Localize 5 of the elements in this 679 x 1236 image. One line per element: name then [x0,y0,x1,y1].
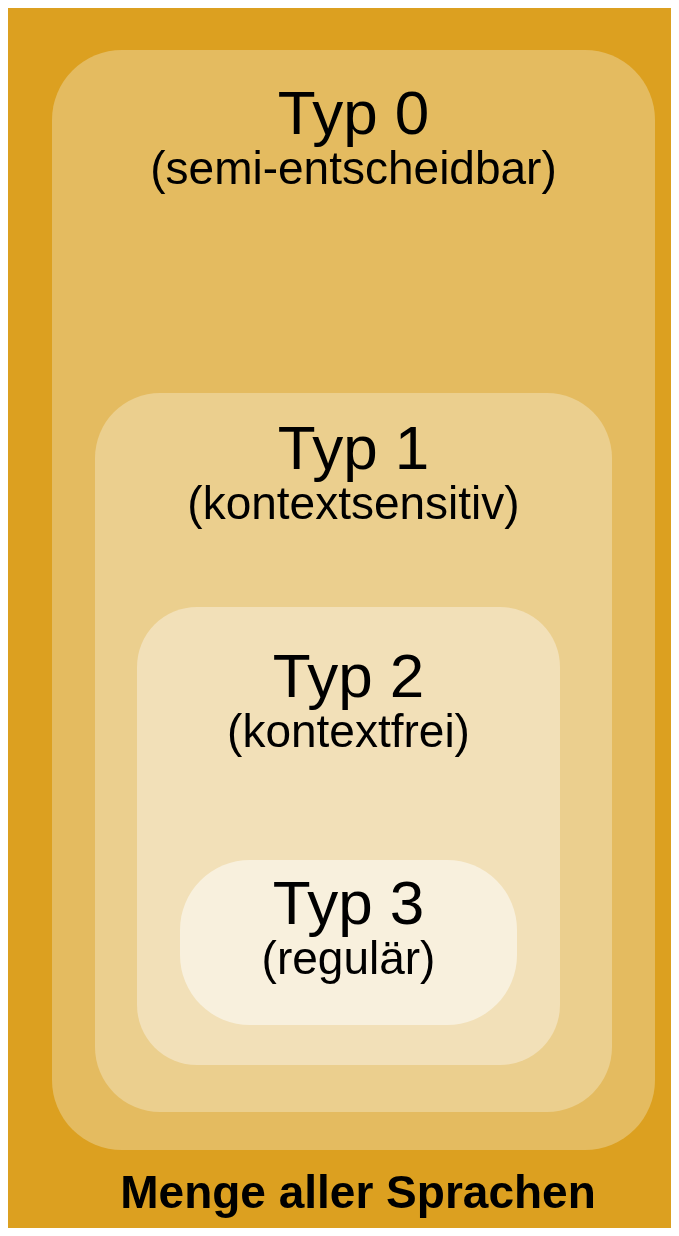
type-2-set-box [137,607,560,1065]
type-0-set-box [52,50,655,1150]
language-set-box [8,8,671,1228]
set-label: Menge aller Sprachen [120,1166,596,1218]
type-1-set-box [95,393,612,1112]
